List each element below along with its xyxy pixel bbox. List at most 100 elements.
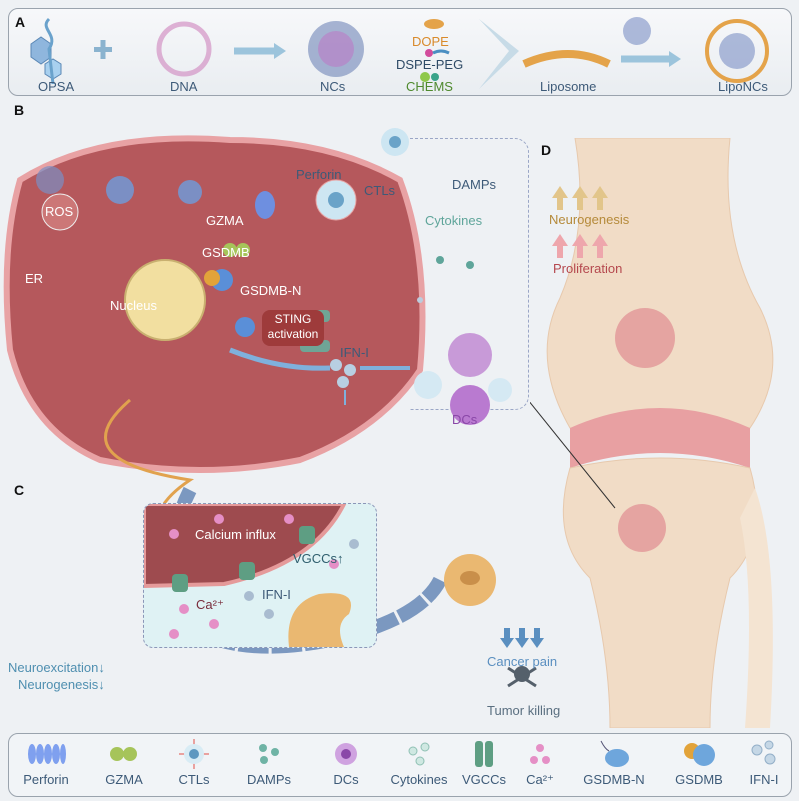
vgcc-icon-c2: [239, 562, 255, 580]
perforin-pore-icon: [255, 191, 275, 219]
damp-dot: [436, 256, 444, 264]
down-arrows-icon: [500, 628, 544, 648]
label-nucleus: Nucleus: [110, 298, 157, 313]
label-dspe-peg: DSPE-PEG: [396, 57, 464, 72]
dc-icon: [335, 743, 357, 765]
label-dcs: DCs: [452, 412, 478, 427]
opsa-molecule-icon: [30, 17, 62, 85]
label-calcium-influx: Calcium influx: [195, 527, 276, 542]
label-neuroexcitation: Neuroexcitation↓: [8, 660, 105, 675]
proliferation-arrows-icon: [552, 234, 608, 258]
nerve-terminal: [288, 593, 351, 647]
inset-illustration: [144, 504, 359, 647]
dna-icon: [156, 21, 212, 77]
label-cytokines: Cytokines: [425, 213, 483, 228]
legend-item-gzma: GZMA: [89, 740, 159, 787]
label-gsdmb-n: GSDMB-N: [240, 283, 302, 298]
label-gsdmb: GSDMB: [202, 245, 250, 260]
damps-icon: [259, 744, 279, 764]
legend-item-gsdmb: GSDMB: [664, 740, 734, 787]
knee-bone-illustration: [530, 138, 774, 728]
label-tumor-killing: Tumor killing: [487, 703, 561, 718]
liponc-icon: [705, 19, 769, 83]
legend-label: Cytokines: [390, 772, 448, 787]
gsdmb-icon: [684, 743, 715, 766]
cytokines-icon: [408, 742, 430, 766]
legend-item-cytokines: Cytokines: [384, 740, 454, 787]
label-vgccs: VGCCs↑: [293, 551, 344, 566]
legend-label: GSDMB: [675, 772, 723, 787]
label-liposome: Liposome: [540, 79, 597, 94]
legend-label: DAMPs: [246, 772, 292, 787]
label-neurogenesis-c: Neurogenesis↓: [18, 677, 105, 692]
legend-label: Ca²⁺: [526, 772, 554, 787]
callout-line: [530, 401, 616, 509]
legend-label: CTLs: [178, 772, 210, 787]
panel-a-synthesis: [8, 8, 792, 96]
legend: Perforin GZMA CTLs DAMPs DCs Cytokines V…: [8, 733, 792, 797]
pain-and-skull-icons: [500, 628, 544, 688]
merge-arrow-icon: [479, 19, 519, 89]
legend-item-ifn: IFN-I: [729, 740, 799, 787]
tibia: [562, 457, 758, 728]
sting-arrow: [229, 347, 331, 371]
fibula: [740, 488, 773, 728]
ros-icon: [41, 193, 79, 231]
ifn-dot: [330, 359, 342, 371]
calcium-influx-inset: [143, 503, 377, 648]
gzma-icon-b: [223, 243, 237, 257]
neurogenesis-arrows-icon: [552, 186, 608, 210]
liponc-icon-b: [36, 166, 64, 194]
nucleus-icon: [124, 259, 206, 341]
label-ncs: NCs: [320, 79, 346, 94]
dope-icon: [424, 19, 444, 29]
label-calcium: Ca²⁺: [196, 597, 224, 612]
label-er: ER: [25, 271, 44, 286]
label-proliferation: Proliferation: [553, 261, 623, 276]
panel-label-b: B: [14, 102, 25, 118]
gsdmb-n-icon: [600, 740, 629, 767]
label-dope: DOPE: [412, 34, 449, 49]
legend-label: GZMA: [105, 772, 143, 787]
vgcc-icon: [475, 741, 493, 767]
dspe-peg-icon: [425, 49, 433, 57]
label-ifn-c: IFN-I: [262, 587, 291, 602]
chems-icon: [420, 72, 430, 82]
label-gzma: GZMA: [206, 213, 244, 228]
panel-label-a: A: [15, 14, 26, 30]
label-liponcs: LipoNCs: [718, 79, 768, 94]
tumor-cluster-lower: [618, 504, 666, 552]
label-damps: DAMPs: [452, 177, 497, 192]
ctl-icon: [179, 739, 209, 769]
label-neurogenesis-d: Neurogenesis: [549, 212, 630, 227]
liposome-icon: [522, 50, 611, 68]
label-perforin: Perforin: [296, 167, 342, 182]
gsdmb-n-icon-b: [235, 317, 255, 337]
legend-item-calcium: Ca²⁺: [505, 740, 575, 788]
femur: [546, 138, 774, 429]
vgcc-icon-c1: [172, 574, 188, 592]
vgcc-icon-c3: [299, 526, 315, 544]
dc-icon-b: [448, 333, 492, 377]
legend-item-damps: DAMPs: [234, 740, 304, 787]
panel-label-d: D: [541, 142, 552, 158]
nanocomplex-small-icon: [623, 17, 651, 45]
legend-item-vgccs: VGCCs: [449, 740, 519, 787]
label-dna: DNA: [170, 79, 198, 94]
cartilage: [570, 408, 750, 468]
plus-icon: [94, 40, 112, 59]
legend-item-ctls: CTLs: [159, 739, 229, 787]
label-ros: ROS: [45, 204, 74, 219]
panel-label-c: C: [14, 482, 25, 498]
label-ifn-b: IFN-I: [340, 345, 369, 360]
sting-activation-badge: STING activation: [262, 310, 324, 346]
label-chems: CHEMS: [406, 79, 453, 94]
legend-label: IFN-I: [749, 772, 779, 787]
tumor-cell: [3, 135, 426, 473]
gzma-icon: [110, 747, 137, 761]
ifn-icon: [751, 740, 776, 765]
legend-item-gsdmb-n: GSDMB-N: [579, 740, 649, 787]
legend-label: Perforin: [23, 772, 69, 787]
perforin-icon: [28, 744, 66, 764]
legend-item-dcs: DCs: [311, 740, 381, 787]
